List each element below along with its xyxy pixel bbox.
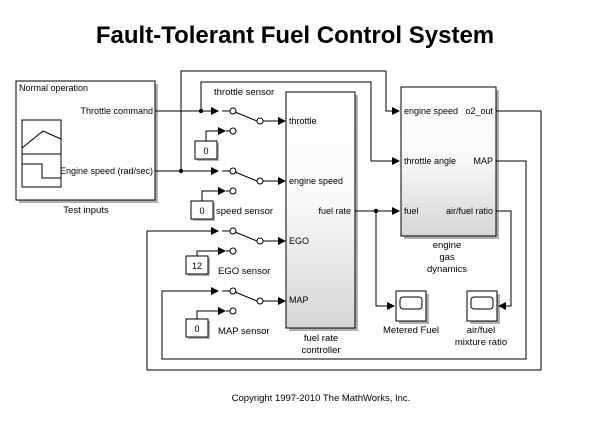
wire-throttle-to-egd: [200, 81, 400, 165]
switch-lever: [234, 231, 258, 242]
arrow-icon: [218, 127, 226, 135]
scope-air-fuel-label-1: air/fuel: [467, 325, 496, 336]
switch-terminal: [229, 307, 237, 315]
constant-block-2[interactable]: 12: [185, 250, 218, 276]
switch-1[interactable]: [218, 167, 286, 195]
switch-terminal: [229, 187, 237, 195]
fuel-rate-controller-block[interactable]: throttle engine speed EGO MAP fuel rate: [285, 91, 358, 331]
switch-terminal: [229, 167, 237, 175]
port-o2-out: o2_out: [465, 106, 493, 116]
switch-terminal: [229, 107, 237, 115]
port-throttle: throttle: [289, 116, 317, 126]
port-throttle-angle: throttle angle: [404, 156, 456, 166]
switch-0[interactable]: [218, 107, 286, 135]
switch-terminal: [229, 227, 237, 235]
switch-terminal: [229, 287, 237, 295]
scope-metered-fuel-label: Metered Fuel: [383, 325, 439, 336]
test-inputs-block[interactable]: Normal operation Throttle command Engine…: [15, 80, 158, 203]
wire-fuel-to-scope: [375, 211, 395, 310]
fuel-rate-controller-label-1: fuel rate: [304, 333, 338, 344]
arrow-icon: [218, 307, 226, 315]
engine-gas-dynamics-label-2: gas: [439, 252, 455, 263]
port-fuel-rate: fuel rate: [318, 206, 351, 216]
port-engine-speed: Engine speed (rad/sec): [60, 166, 153, 176]
switch-label-1: speed sensor: [216, 206, 273, 217]
port-map: MAP: [289, 295, 309, 305]
wire-constant: [196, 310, 218, 319]
signal-lines: [146, 70, 542, 371]
switch-terminal: [256, 117, 264, 125]
arrow-icon: [278, 237, 286, 245]
constant-block-1[interactable]: 0: [190, 190, 218, 221]
switch-lever: [234, 291, 258, 302]
port-engine-speed-egd: engine speed: [404, 106, 458, 116]
port-ego: EGO: [289, 236, 309, 246]
engine-gas-dynamics-label-1: engine: [433, 240, 462, 251]
junction-dot: [198, 108, 204, 114]
switch-terminal: [256, 297, 264, 305]
test-inputs-header: Normal operation: [19, 83, 88, 93]
diagram-title: Fault-Tolerant Fuel Control System: [96, 22, 494, 49]
wire-map-feedback: [161, 160, 527, 360]
constant-value: 0: [194, 324, 199, 334]
wire-o2-feedback: [146, 110, 542, 371]
engine-gas-dynamics-label-3: dynamics: [427, 264, 467, 275]
switch-label-2: EGO sensor: [218, 266, 270, 277]
constant-block-0[interactable]: 0: [194, 130, 219, 161]
arrow-icon: [218, 187, 226, 195]
port-throttle-command: Throttle command: [80, 106, 153, 116]
switch-terminal: [229, 247, 237, 255]
arrow-icon: [278, 297, 286, 305]
constant-value: 0: [203, 146, 208, 156]
wire-constant: [196, 250, 218, 256]
scope-screen-icon: [470, 296, 494, 310]
switch-3[interactable]: [218, 287, 286, 315]
arrow-icon: [278, 177, 286, 185]
switch-terminal: [229, 127, 237, 135]
wire-engine-speed-to-egd: [180, 70, 400, 171]
constant-value: 12: [192, 261, 202, 271]
switch-lever: [234, 111, 258, 122]
port-air-fuel-ratio: air/fuel ratio: [446, 206, 493, 216]
switch-2[interactable]: [218, 227, 286, 255]
scope-air-fuel-label-2: mixture ratio: [455, 337, 507, 348]
scope-screen-icon: [399, 296, 423, 310]
scope-metered-fuel[interactable]: [395, 290, 429, 324]
copyright-text: Copyright 1997-2010 The MathWorks, Inc.: [232, 393, 411, 404]
switch-lever: [234, 171, 258, 182]
wire-constant: [205, 130, 218, 141]
wire-air-fuel-to-scope: [496, 210, 512, 310]
switch-label-0: throttle sensor: [214, 87, 274, 98]
switch-terminal: [256, 237, 264, 245]
port-map-out: MAP: [473, 156, 493, 166]
switch-terminal: [256, 177, 264, 185]
arrow-icon: [218, 247, 226, 255]
fuel-rate-controller-label-2: controller: [301, 345, 340, 356]
junction-dot: [178, 168, 184, 174]
port-engine-speed-in: engine speed: [289, 176, 343, 186]
arrow-icon: [278, 117, 286, 125]
wire-constant: [201, 190, 218, 201]
port-fuel: fuel: [404, 206, 419, 216]
switch-label-3: MAP sensor: [218, 326, 270, 337]
signal-builder-icon: [21, 119, 62, 188]
scope-air-fuel-ratio[interactable]: [466, 290, 500, 324]
constant-value: 0: [199, 206, 204, 216]
constant-block-3[interactable]: 0: [185, 310, 218, 339]
engine-gas-dynamics-block[interactable]: engine speed throttle angle fuel o2_out …: [400, 86, 499, 239]
test-inputs-label: Test inputs: [63, 205, 109, 216]
